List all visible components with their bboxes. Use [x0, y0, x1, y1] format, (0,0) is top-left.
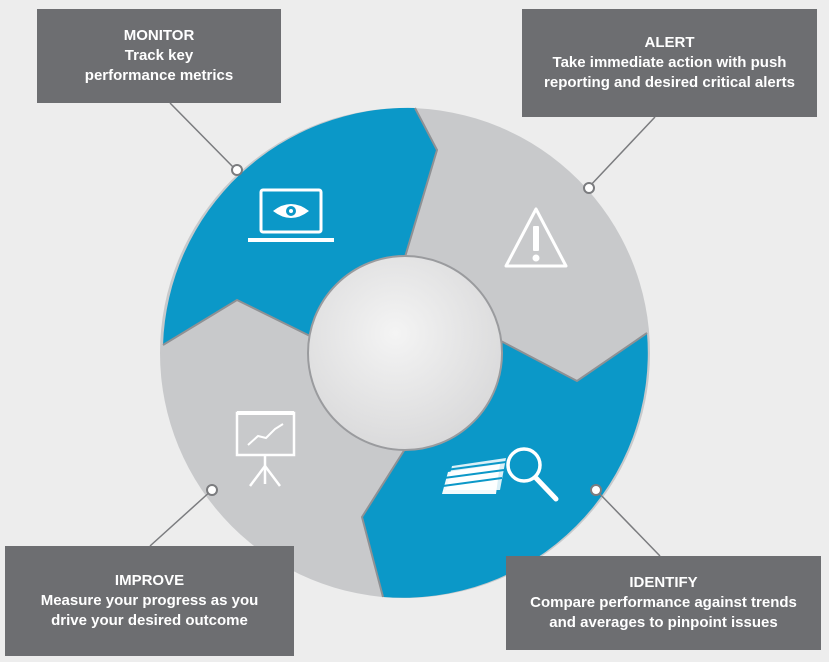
alert-description-line-2: reporting and desired critical alerts — [544, 74, 795, 91]
alert-title: ALERT — [644, 34, 695, 51]
monitor-segment — [163, 107, 437, 346]
documents-magnifier-icon — [442, 447, 559, 502]
connector-alert — [583, 116, 656, 194]
connector-dot-improve — [206, 484, 218, 496]
monitor-description-line-2: performance metrics — [84, 67, 234, 84]
alert-callout: ALERT Take immediate action with push re… — [522, 9, 817, 117]
monitor-title: MONITOR — [123, 27, 195, 44]
identify-title: IDENTIFY — [629, 574, 698, 591]
identify-description-line-2: and averages to pinpoint issues — [549, 614, 778, 631]
segment-seam-bottom — [360, 448, 406, 598]
segment-seam-left — [162, 298, 311, 346]
warning-triangle-icon — [504, 207, 568, 268]
improve-description-line-1: Measure your progress as you — [40, 592, 259, 609]
improve-callout: IMPROVE Measure your progress as you dri… — [5, 546, 294, 656]
connector-improve — [149, 484, 218, 547]
connector-dot-monitor — [231, 164, 243, 176]
laptop-eye-icon — [248, 188, 334, 242]
identify-segment — [362, 333, 648, 598]
alert-description-line-1: Take immediate action with push — [552, 54, 787, 71]
improve-description-line-2: drive your desired outcome — [51, 612, 248, 629]
improve-title: IMPROVE — [114, 572, 185, 589]
presentation-chart-icon — [235, 411, 296, 487]
connector-dot-identify — [590, 484, 602, 496]
segment-seam-right — [496, 332, 648, 383]
identify-callout: IDENTIFY Compare performance against tre… — [506, 556, 821, 650]
identify-description-line-1: Compare performance against trends — [530, 594, 797, 611]
monitor-callout: MONITOR Track key performance metrics — [37, 9, 281, 103]
center-disc — [307, 255, 503, 451]
connector-monitor — [169, 102, 243, 176]
connector-identify — [590, 484, 661, 557]
monitor-description-line-1: Track key — [124, 47, 194, 64]
connector-dot-alert — [583, 182, 595, 194]
segment-seam-top — [404, 107, 439, 258]
